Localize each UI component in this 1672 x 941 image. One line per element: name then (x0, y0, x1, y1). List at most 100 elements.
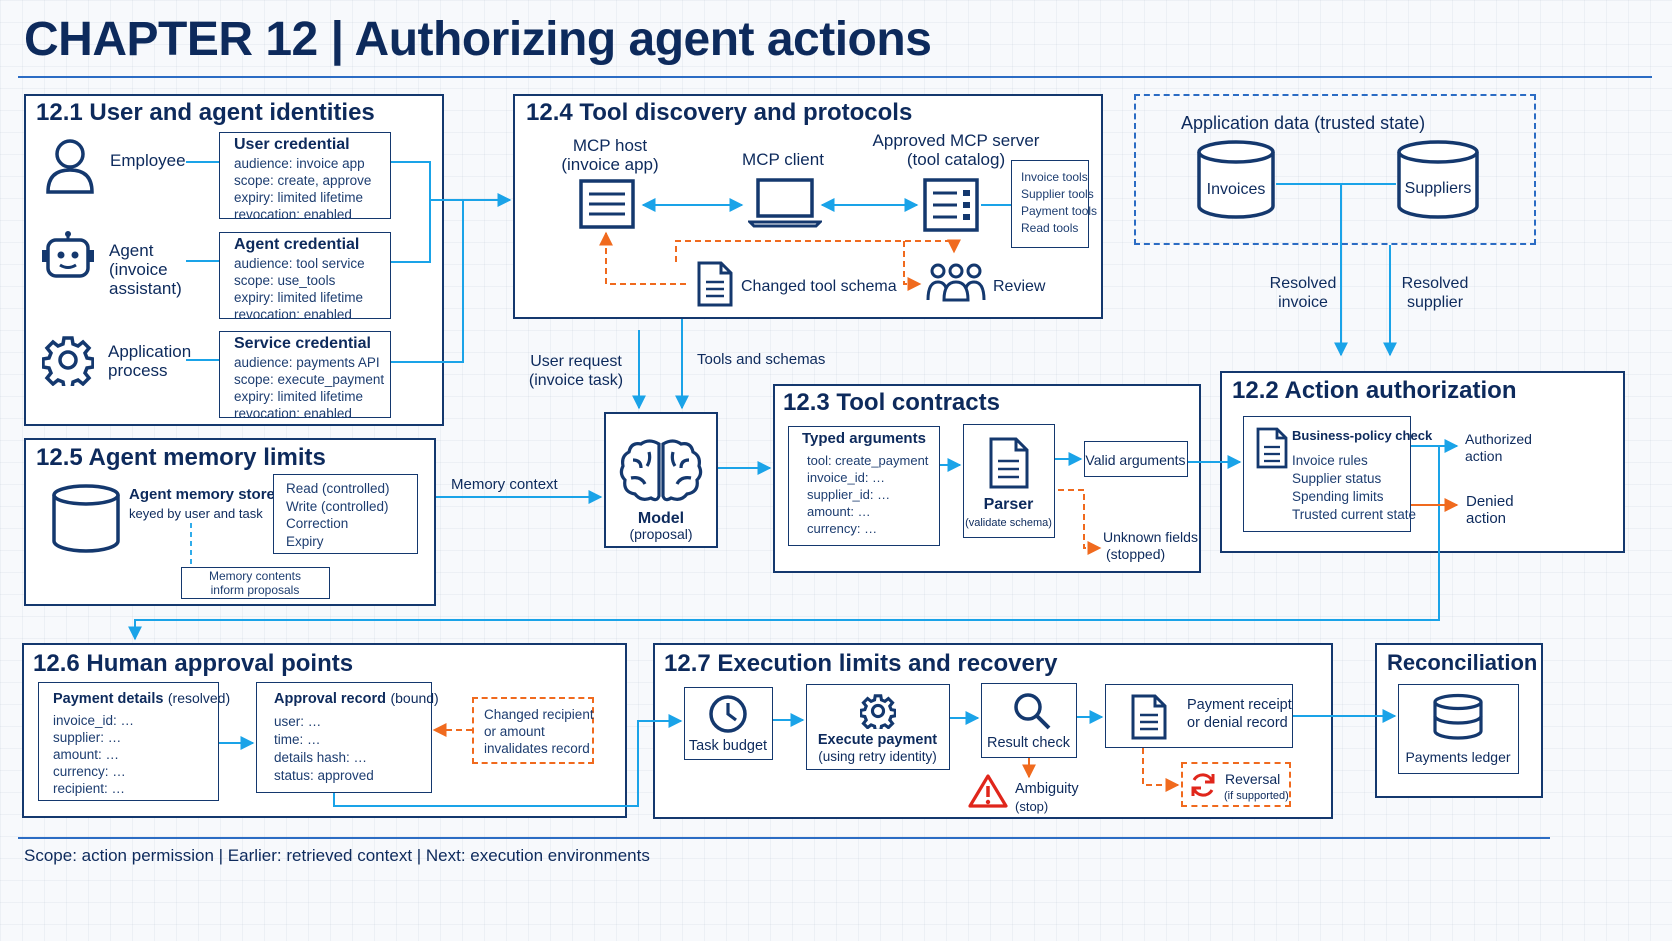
credential-line: expiry: limited lifetime (234, 190, 364, 205)
unknown-line: (stopped) (1106, 546, 1166, 562)
payment-details-tag: (resolved) (167, 690, 231, 706)
human-approval-title: 12.6 Human approval points (33, 650, 354, 677)
tool-discovery-title: 12.4 Tool discovery and protocols (526, 99, 913, 126)
header-rule (18, 76, 1652, 78)
typed-argument-line: supplier_id: … (807, 487, 891, 502)
identities-title: 12.1 User and agent identities (36, 99, 375, 126)
approval-record-line: details hash: … (274, 750, 368, 765)
execution-limits-title: 12.7 Execution limits and recovery (664, 650, 1058, 677)
payment-detail-line: supplier: … (53, 730, 122, 745)
resolved-invoice-label: Resolved invoice (1258, 274, 1348, 312)
resolved-line: supplier (1406, 294, 1464, 311)
database-icon (52, 484, 120, 553)
agent-label-line: Agent (109, 241, 154, 260)
action-authorization-title: 12.2 Action authorization (1232, 377, 1517, 404)
typed-arguments-lines: tool: create_payment invoice_id: … suppl… (807, 452, 928, 537)
document-icon (989, 437, 1029, 489)
memory-contents-box: Memory contents inform proposals (181, 567, 330, 599)
parser-card: Parser (validate schema) (963, 424, 1055, 538)
changed-recipient-line: or amount (484, 724, 545, 739)
ambiguity-label: Ambiguity (1015, 781, 1079, 797)
credential-line: expiry: limited lifetime (234, 389, 364, 404)
memory-contents-line: Memory contents (208, 569, 302, 583)
refresh-icon (1191, 773, 1215, 797)
typed-arguments-title: Typed arguments (802, 430, 926, 447)
app-label-line: Application (108, 342, 192, 361)
memory-contents-line: inform proposals (210, 582, 300, 597)
changed-recipient-lines: Changed recipient or amount invalidates … (484, 706, 594, 757)
person-icon (46, 139, 94, 194)
policy-line: Trusted current state (1292, 507, 1417, 522)
approval-record-card: Approval record (bound) user: … time: … … (256, 682, 439, 793)
tool-contracts-title: 12.3 Tool contracts (783, 389, 1000, 416)
typed-argument-line: invoice_id: … (807, 470, 886, 485)
catalog-item: Supplier tools (1021, 187, 1094, 201)
application-process-label: Application process (108, 342, 191, 380)
document-list-icon (579, 179, 635, 229)
result-check-label: Result check (986, 735, 1070, 751)
credential-line: audience: invoice app (234, 156, 365, 171)
footer-rule (18, 837, 1550, 839)
typed-argument-line: currency: … (807, 521, 878, 536)
policy-line: Supplier status (1292, 471, 1382, 486)
model-sub-label: (proposal) (629, 526, 693, 542)
payments-ledger-box: Payments ledger (1398, 684, 1519, 774)
denied-line: action (1466, 510, 1507, 527)
task-budget-box: Task budget (684, 687, 773, 760)
changed-recipient-line: Changed recipient (484, 707, 594, 722)
gear-icon (42, 336, 94, 386)
credential-title: Agent credential (234, 236, 360, 253)
credential-lines: audience: payments API scope: execute_pa… (234, 354, 384, 422)
document-icon (1256, 427, 1288, 469)
approval-record-heading: Approval record (bound) (274, 690, 439, 708)
server-icon (923, 178, 979, 232)
employee-label: Employee (110, 151, 186, 170)
approval-record-tag: (bound) (390, 690, 439, 706)
authorized-line: Authorized (1465, 431, 1532, 447)
approval-record-line: time: … (274, 732, 321, 747)
valid-arguments-box: Valid arguments (1084, 441, 1188, 477)
payment-details-title: Payment details (53, 691, 164, 707)
memory-operation: Correction (286, 516, 349, 531)
review-label: Review (993, 278, 1046, 295)
brain-icon (619, 439, 703, 502)
magnifier-icon (1014, 693, 1051, 730)
reversal-label: Reversal (1225, 771, 1281, 787)
user-request-label: User request (invoice task) (526, 352, 626, 390)
memory-contents-lines: Memory contents inform proposals (182, 569, 328, 597)
approved-server-label: Approved MCP server (tool catalog) (868, 131, 1044, 169)
reversal-box: Reversal (if supported) (1181, 762, 1291, 807)
credential-line: revocation: enabled (234, 406, 352, 421)
agent-memory-title: 12.5 Agent memory limits (36, 444, 326, 471)
memory-operations-card: Read (controlled) Write (controlled) Cor… (273, 474, 418, 554)
user-request-line: User request (530, 353, 622, 370)
tools-and-schemas-label: Tools and schemas (697, 351, 826, 368)
app-label-line: process (108, 361, 168, 380)
mcp-client-label: MCP client (742, 150, 824, 169)
parser-label: Parser (983, 496, 1034, 513)
approval-record-line: user: … (274, 714, 322, 729)
payment-detail-line: currency: … (53, 764, 126, 779)
payment-details-lines: invoice_id: … supplier: … amount: … curr… (53, 712, 134, 797)
mcp-host-label: MCP host (invoice app) (548, 136, 672, 174)
reversal-sub: (if supported) (1224, 790, 1289, 802)
resolved-line: invoice (1278, 294, 1328, 311)
task-budget-label: Task budget (688, 738, 768, 754)
changed-recipient-box: Changed recipient or amount invalidates … (472, 697, 594, 764)
document-icon (1131, 694, 1167, 740)
memory-context-label: Memory context (451, 476, 558, 493)
typed-arguments-card: Typed arguments tool: create_payment inv… (788, 426, 940, 546)
credential-line: scope: execute_payment (234, 372, 385, 387)
agent-label: Agent (invoice assistant) (109, 241, 182, 298)
unknown-fields-label: Unknown fields (stopped) (1103, 529, 1198, 563)
credential-line: revocation: enabled (234, 307, 352, 322)
typed-argument-line: tool: create_payment (807, 453, 929, 468)
catalog-items: Invoice tools Supplier tools Payment too… (1021, 169, 1097, 237)
agent-memory-store-sub: keyed by user and task (129, 506, 263, 521)
execute-payment-box: Execute payment (using retry identity) (806, 684, 950, 770)
credential-line: expiry: limited lifetime (234, 290, 364, 305)
credential-line: audience: payments API (234, 355, 380, 370)
database-icon (1197, 140, 1275, 219)
server-label-line: (tool catalog) (906, 150, 1006, 169)
receipt-line: Payment receipt (1187, 697, 1292, 713)
